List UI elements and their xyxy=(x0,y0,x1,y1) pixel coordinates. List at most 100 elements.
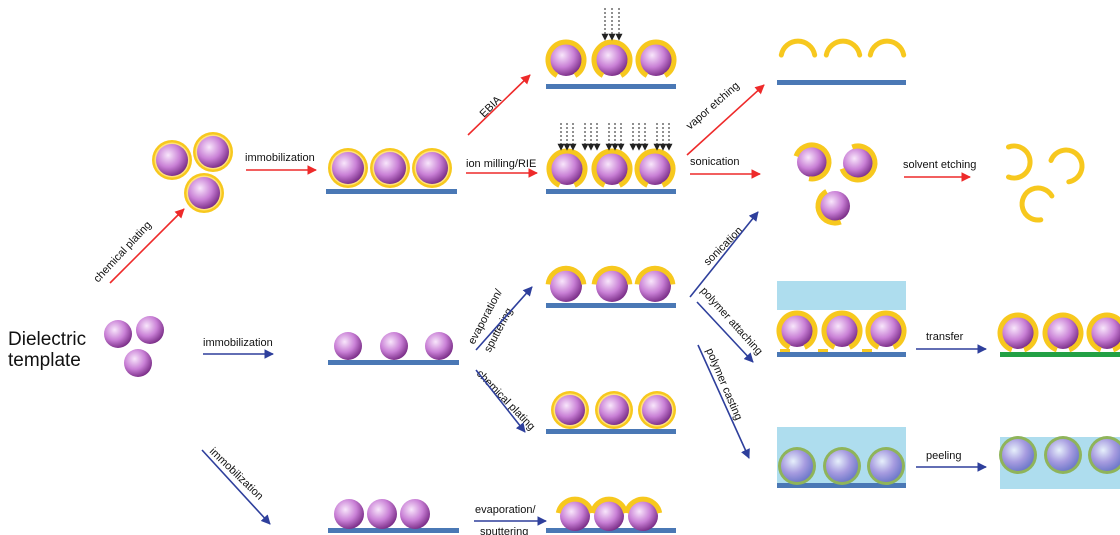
transferred-particle-0-cap xyxy=(997,312,1039,353)
ebia-particle-2-cap xyxy=(635,39,677,78)
sonicated-particle-b-core xyxy=(843,148,873,178)
coated-cluster-a-core xyxy=(156,144,188,176)
peeled-sphere-1-core xyxy=(1047,439,1079,471)
polymer-attaching-label: polymer attaching xyxy=(698,285,765,358)
substrate-chem-plated xyxy=(546,429,676,434)
close-packed-sphere-2 xyxy=(400,499,430,529)
bottom-evaporated-particle-1-cap xyxy=(589,496,629,514)
mid-immobilized-sphere-2 xyxy=(425,332,453,360)
milled-particle-2-cap xyxy=(634,148,676,188)
arrow-evaporation-mid xyxy=(475,286,533,351)
polymer-attached-particle-1-cap xyxy=(821,310,863,350)
peeling-label: peeling xyxy=(926,450,961,462)
evaporation-bottom-label-line2: sputtering xyxy=(480,526,528,535)
evaporated-particle-2-cap xyxy=(634,265,676,285)
immobilization-top-label: immobilization xyxy=(245,152,315,164)
transferred-particle-2-core xyxy=(1091,317,1120,349)
milled-particle-0-core xyxy=(551,153,583,185)
close-packed-sphere-1 xyxy=(367,499,397,529)
arrow-polymer-attaching xyxy=(696,301,754,363)
arrow-immobilization-bottom xyxy=(201,449,271,525)
sonication-mid-label: sonication xyxy=(702,225,746,269)
mid-immobilized-sphere-0 xyxy=(334,332,362,360)
free-shell-b xyxy=(1048,147,1085,185)
immobilized-coated-0-core xyxy=(332,152,364,184)
substrate-bottom-immobilized xyxy=(328,528,459,533)
vapor-etching-label: vapor etching xyxy=(684,80,742,132)
mid-immobilized-sphere-1 xyxy=(380,332,408,360)
arrow-polymer-casting xyxy=(697,344,750,459)
polymer-block-attached xyxy=(777,281,906,310)
evaporated-particle-0-core xyxy=(550,270,582,302)
substrate-ion-milled xyxy=(546,189,676,194)
transferred-particle-1-cap xyxy=(1042,312,1084,353)
vapor-etched-shell-0 xyxy=(778,38,818,58)
evaporation-bottom-label-line1: evaporation/ xyxy=(475,504,536,516)
evaporated-particle-0-cap xyxy=(545,265,587,285)
bottom-evaporated-particle-0-cap xyxy=(555,496,595,514)
substrate-polymer-cast xyxy=(777,483,906,488)
sonicated-particle-c-core xyxy=(820,191,850,221)
polymer-attached-particle-0-core xyxy=(781,315,813,347)
ebia-label: EBIA xyxy=(478,93,505,120)
beam-arrows xyxy=(557,8,673,151)
vapor-etched-shell-2 xyxy=(867,38,907,58)
ebia-particle-0-cap xyxy=(545,39,587,78)
plated-particle-1-core xyxy=(599,395,629,425)
bottom-evaporated-particle-0-core xyxy=(560,501,590,531)
ebia-particle-1-cap xyxy=(591,39,633,78)
transferred-particle-2-cap xyxy=(1086,312,1120,353)
bottom-evaporated-particle-2-cap xyxy=(623,496,663,514)
polymer-attached-particle-2-cap xyxy=(865,310,907,350)
arrow-ebia xyxy=(467,74,531,136)
substrate-mid-immobilized xyxy=(328,360,459,365)
sonicated-particle-a-cap xyxy=(793,142,832,182)
transfer-label: transfer xyxy=(926,331,964,343)
particles xyxy=(104,38,1120,531)
substrate-top-immobilized xyxy=(326,189,457,194)
arrow-chemical-plating-top xyxy=(109,208,185,284)
polymer-attached-particle-2-core xyxy=(870,315,902,347)
dielectric-template-label-line2: template xyxy=(8,350,81,371)
evaporated-particle-1-core xyxy=(596,270,628,302)
free-shell-a xyxy=(1006,143,1033,181)
cast-sphere-0-core xyxy=(781,450,813,482)
cast-sphere-1-core xyxy=(826,450,858,482)
ebia-particle-0-core xyxy=(550,44,582,76)
free-shell-c xyxy=(1019,185,1055,223)
chemical-plating-top-label: chemical plating xyxy=(91,219,154,285)
polymer-attached-particle-0-cap xyxy=(776,310,818,350)
arrow-chemical-plating-mid xyxy=(475,369,526,433)
sonicated-particle-b-cap xyxy=(839,143,878,183)
substrate-polymer-attached xyxy=(777,352,906,357)
vapor-etched-shell-1 xyxy=(823,38,863,58)
substrate-ebia xyxy=(546,84,676,89)
chemical-plating-mid-label: chemical plating xyxy=(474,368,537,433)
residual-metal-pad xyxy=(862,349,872,352)
evaporated-particle-1-cap xyxy=(591,265,633,285)
evaporated-particle-2-core xyxy=(639,270,671,302)
arrow-sonication-mid xyxy=(689,211,759,298)
coated-cluster-b-core xyxy=(197,136,229,168)
milled-particle-0-cap xyxy=(546,148,588,188)
sonicated-particle-a-core xyxy=(797,147,827,177)
milled-particle-1-cap xyxy=(591,148,633,188)
milled-particle-1-core xyxy=(596,153,628,185)
bottom-evaporated-particle-1-core xyxy=(594,501,624,531)
substrate-vapor-etched xyxy=(777,80,906,85)
solvent-etching-label: solvent etching xyxy=(903,159,976,171)
template-sphere-a xyxy=(104,320,132,348)
peeled-sphere-0-core xyxy=(1002,439,1034,471)
polymer-attached-particle-1-core xyxy=(826,315,858,347)
cast-sphere-2-core xyxy=(870,450,902,482)
green-substrate xyxy=(1000,352,1120,357)
milled-particle-2-core xyxy=(639,153,671,185)
arrow-vapor-etching xyxy=(686,84,765,156)
immobilization-bottom-label: immobilization xyxy=(207,446,265,503)
ion-milling-label: ion milling/RIE xyxy=(466,158,536,170)
plated-particle-0-core xyxy=(555,395,585,425)
plated-particle-2-core xyxy=(642,395,672,425)
residual-metal-pad xyxy=(780,349,790,352)
sonicated-particle-c-cap xyxy=(815,189,842,226)
